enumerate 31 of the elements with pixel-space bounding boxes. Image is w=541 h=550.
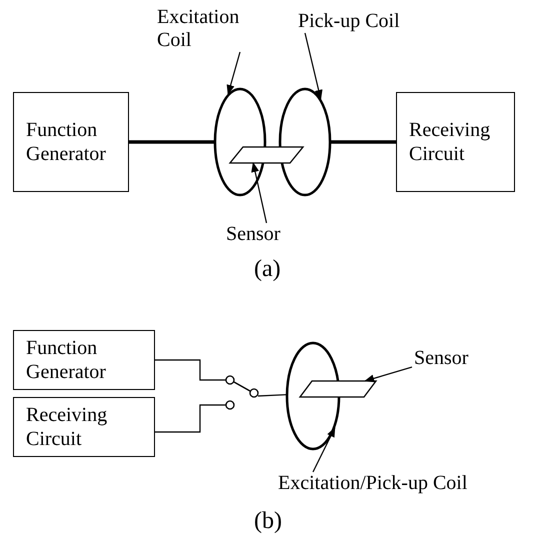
receiving-circuit-box — [13, 397, 155, 457]
receiving-circuit-box — [396, 92, 515, 192]
box-label: Receiving Circuit — [26, 403, 108, 451]
sensor-plate — [298, 380, 378, 398]
pick-up-coil — [278, 88, 332, 196]
sensor-plate — [228, 146, 304, 164]
sensor-label: Sensor — [414, 347, 468, 370]
sensor-label: Sensor — [226, 223, 280, 246]
coil-label: Pick-up Coil — [298, 10, 400, 33]
excitation-coil — [214, 88, 266, 196]
wire — [331, 140, 396, 144]
panel-caption: (a) — [254, 258, 281, 281]
coil-label: Excitation/Pick-up Coil — [278, 472, 468, 495]
box-label: Function Generator — [26, 336, 107, 384]
wire — [258, 394, 286, 397]
leader-arrow — [226, 52, 241, 95]
leader-arrow — [251, 162, 268, 224]
leader-arrow — [364, 366, 412, 382]
switch-symbol — [225, 375, 259, 410]
function-generator-box — [13, 92, 129, 192]
coil-label: Excitation Coil — [157, 6, 267, 52]
panel-caption: (b) — [254, 510, 282, 533]
excitation-pick-up-coil — [286, 342, 340, 450]
box-label: Function Generator — [26, 118, 107, 166]
wire — [129, 140, 214, 144]
function-generator-box — [13, 330, 155, 390]
wire — [155, 359, 226, 381]
leader-arrow — [304, 32, 322, 100]
wire — [155, 404, 226, 433]
leader-arrow — [312, 427, 336, 472]
box-label: Receiving Circuit — [409, 118, 492, 166]
